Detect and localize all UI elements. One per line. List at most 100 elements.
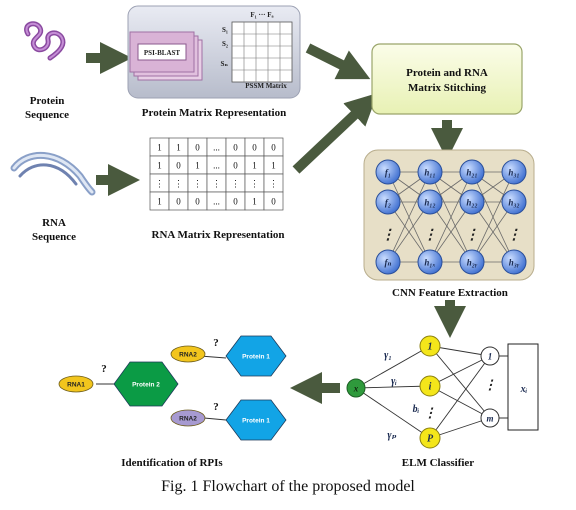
rna-matrix-cell-value: 1: [157, 197, 162, 207]
elm-output-box: [507, 343, 539, 431]
cnn-edge: [429, 171, 473, 263]
elm-input-edge: [355, 387, 431, 439]
cnn-edge: [387, 171, 431, 263]
rpi-rna-node-1: [58, 375, 94, 393]
rna-matrix-cell-value: 0: [233, 161, 238, 171]
pssm-grid: [231, 21, 293, 83]
elm-nodes: x1i⋮P1⋮m: [346, 335, 500, 449]
rna-matrix-cell-value: ⋮: [212, 179, 221, 189]
rna-matrix-cell-value: ...: [213, 161, 220, 171]
rpi-protein-node-1a: [225, 335, 287, 377]
pssm-row-label-2: S₂: [222, 40, 228, 48]
rna-matrix-cell-value: 0: [271, 143, 276, 153]
arrow-rna-to-stitching: [292, 93, 378, 174]
pssm-col-header: F₁ ··· Fₐ: [250, 11, 273, 19]
elm-hidden-node: [419, 335, 441, 357]
elm-hidden-edge: [429, 355, 491, 387]
cnn-h3-node-label: h₃₂: [508, 198, 519, 208]
rpi-rna-node-2b-label: RNA2: [179, 416, 197, 423]
cnn-h2-node: [459, 189, 485, 215]
cnn-h1-node: [417, 249, 443, 275]
matrix-stitching-box: [371, 43, 523, 115]
rpi-question-mark-3: ?: [213, 401, 219, 413]
elm-weight-i: γᵢ: [391, 376, 397, 387]
protein-sequence-label-1: Protein: [30, 95, 65, 107]
cnn-h3-node: [501, 249, 527, 275]
elm-input-edge: [355, 345, 431, 389]
cnn-panel: [363, 149, 535, 281]
rna-matrix-cell-value: ⋮: [174, 179, 183, 189]
cnn-h1-node-ellipsis: ⋮: [423, 228, 437, 243]
rna-matrix-representation-label: RNA Matrix Representation: [152, 229, 285, 241]
cnn-h2-node-ellipsis: ⋮: [465, 228, 479, 243]
cnn-input-node-ellipsis: ⋮: [381, 228, 395, 243]
rpi-protein-node-1b: [225, 399, 287, 441]
cnn-input-node: [375, 189, 401, 215]
rpi-protein-node-1a-label: Protein 1: [242, 354, 270, 361]
elm-hidden-node: [419, 375, 441, 397]
elm-weight-p: γₚ: [387, 430, 396, 441]
stitching-label-2: Matrix Stitching: [408, 82, 486, 94]
cnn-input-node: [375, 249, 401, 275]
rpi-identification-label: Identification of RPIs: [121, 457, 223, 469]
elm-output-node-label: m: [486, 414, 493, 424]
elm-output-box-label: xᵢ: [520, 384, 528, 395]
rna-matrix-cell-value: 1: [252, 197, 257, 207]
rna-matrix-cell-value: ...: [213, 197, 220, 207]
rna-matrix-cell-value: 0: [176, 161, 181, 171]
elm-hidden-node-label: P: [427, 434, 434, 445]
pssm-row-label-3: Sₙ: [220, 60, 228, 68]
figure-caption: Fig. 1 Flowchart of the proposed model: [161, 478, 415, 495]
rna-matrix-cell-value: 1: [157, 143, 162, 153]
rna-matrix-cell-value: ...: [213, 143, 220, 153]
cnn-h3-node-label: h₃ᵧ: [509, 258, 520, 268]
elm-hidden-edge: [429, 385, 491, 419]
rna-matrix-cell-value: ⋮: [269, 179, 278, 189]
rna-matrix-cell-value: 1: [271, 161, 276, 171]
psi-blast-stack: [129, 31, 203, 81]
elm-output-node: [480, 346, 500, 366]
cnn-h1-node: [417, 189, 443, 215]
pssm-grid-frame: [231, 21, 293, 83]
rna-matrix-cell-value: 0: [233, 143, 238, 153]
elm-weight-1: γ₁: [384, 350, 392, 361]
elm-bias: bᵢ: [413, 404, 420, 415]
cnn-feature-extraction-label: CNN Feature Extraction: [392, 287, 508, 299]
arrow-protein-to-stitching: [305, 43, 371, 80]
cnn-input-node-label: f₁: [385, 168, 391, 178]
cnn-h2-node-label: h₂₁: [466, 168, 477, 178]
elm-classifier-label: ELM Classifier: [402, 457, 475, 469]
rna-sequence-label-1: RNA: [42, 217, 66, 229]
elm-output-node: [480, 408, 500, 428]
rna-matrix-cell-value: 0: [271, 197, 276, 207]
cnn-h1-node-label: h₁₁: [424, 168, 435, 178]
elm-input-edge: [355, 385, 431, 389]
rna-matrix-cell-value: ⋮: [155, 179, 164, 189]
rpi-question-mark-1: ?: [101, 363, 107, 375]
stitching-label-1: Protein and RNA: [406, 67, 488, 79]
protein-sequence-icon: [24, 21, 66, 61]
rpi-rna-node-2a: [170, 345, 206, 363]
elm-hidden-node-label: 1: [428, 342, 433, 353]
cnn-h2-node-label: h₂₂: [466, 198, 477, 208]
elm-output-node-label: 1: [488, 352, 493, 362]
rna-matrix-cell-value: 0: [252, 143, 257, 153]
elm-hidden-edge: [429, 345, 491, 419]
rpi-rna-node-2a-label: RNA2: [179, 352, 197, 359]
cnn-h2-node-label: h₂ᵧ: [467, 258, 478, 268]
rna-matrix-cell-value: 0: [195, 143, 200, 153]
cnn-h2-node: [459, 159, 485, 185]
elm-hidden-ellipsis: ⋮: [424, 405, 437, 420]
cnn-h3-node-ellipsis: ⋮: [507, 228, 521, 243]
rna-matrix-cell: [263, 191, 284, 211]
cnn-h3-node-label: h₃₁: [508, 168, 519, 178]
rna-matrix-cell-value: 0: [233, 197, 238, 207]
rna-matrix-cell-value: ⋮: [231, 179, 240, 189]
elm-input-node-label: x: [353, 384, 359, 394]
rpi-rna-node-2b: [170, 409, 206, 427]
cnn-input-node-label: f₂: [385, 198, 391, 208]
cnn-input-node-label: fₙ: [384, 258, 391, 268]
